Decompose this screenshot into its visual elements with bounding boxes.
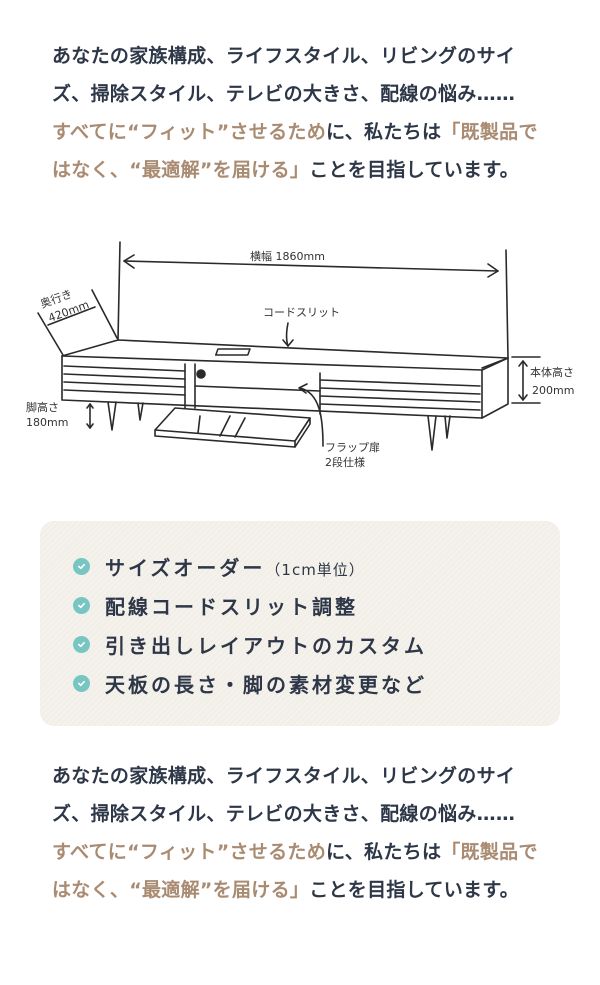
feature-label: サイズオーダー — [105, 556, 266, 580]
tv-stand-sketch: 横幅 1860mm 奥行き 420mm コードスリット — [20, 228, 580, 478]
svg-text:本体高さ: 本体高さ — [530, 365, 574, 379]
closing-line-3: すべてに“フィット”させるために、私たちは「既製品で — [52, 833, 562, 871]
intro-accent-text: すべてに“フィット”させるため — [52, 121, 327, 143]
width-label: 横幅 1860mm — [250, 249, 325, 263]
feature-note: （1cm単位） — [265, 561, 365, 579]
intro-plain-text: に、私たちは — [326, 121, 442, 143]
svg-text:コードスリット: コードスリット — [263, 306, 340, 319]
closing-accent-text-3: はなく、“最適解”を届ける」 — [52, 879, 310, 901]
feature-item-drawer-layout: 引き出しレイアウトのカスタム — [73, 625, 427, 664]
closing-plain-text: に、私たちは — [326, 841, 442, 863]
closing-plain-text-2: ことを目指しています。 — [309, 879, 520, 901]
intro-accent-text-2: 「既製品で — [441, 121, 538, 143]
closing-line-1: あなたの家族構成、ライフスタイル、リビングのサイ — [52, 765, 516, 787]
intro-line-2: ズ、掃除スタイル、テレビの大きさ、配線の悩み…… — [52, 83, 516, 105]
closing-line-4: はなく、“最適解”を届ける」ことを目指しています。 — [52, 871, 562, 909]
feature-list: サイズオーダー（1cm単位） 配線コードスリット調整 引き出しレイアウトのカスタ… — [73, 547, 427, 703]
intro-paragraph: あなたの家族構成、ライフスタイル、リビングのサイ ズ、掃除スタイル、テレビの大き… — [52, 37, 562, 189]
svg-text:200mm: 200mm — [532, 384, 574, 397]
width-guide-left — [117, 241, 121, 341]
feature-item-cord-slit: 配線コードスリット調整 — [73, 586, 427, 625]
svg-text:フラップ扉: フラップ扉 — [325, 441, 380, 454]
intro-accent-text-3: はなく、“最適解”を届ける」 — [52, 159, 310, 181]
check-circle-icon — [73, 636, 90, 653]
intro-line-1: あなたの家族構成、ライフスタイル、リビングのサイ — [52, 45, 516, 67]
closing-accent-text-2: 「既製品で — [441, 841, 538, 863]
width-arrow — [123, 260, 499, 272]
customization-features-box: サイズオーダー（1cm単位） 配線コードスリット調整 引き出しレイアウトのカスタ… — [40, 521, 560, 726]
closing-paragraph: あなたの家族構成、ライフスタイル、リビングのサイ ズ、掃除スタイル、テレビの大き… — [52, 757, 562, 909]
feature-label: 天板の長さ・脚の素材変更など — [105, 673, 427, 697]
svg-text:2段仕様: 2段仕様 — [325, 455, 365, 469]
intro-plain-text-2: ことを目指しています。 — [309, 159, 520, 181]
closing-line-2: ズ、掃除スタイル、テレビの大きさ、配線の悩み…… — [52, 803, 516, 825]
intro-line-4: はなく、“最適解”を届ける」ことを目指しています。 — [52, 151, 562, 189]
svg-text:脚高さ: 脚高さ — [26, 400, 59, 414]
check-circle-icon — [73, 675, 90, 692]
feature-label: 配線コードスリット調整 — [105, 595, 358, 619]
intro-line-3: すべてに“フィット”させるために、私たちは「既製品で — [52, 113, 562, 151]
check-circle-icon — [73, 558, 90, 575]
feature-item-size-order: サイズオーダー（1cm単位） — [73, 547, 427, 586]
svg-text:180mm: 180mm — [26, 416, 68, 429]
feature-item-top-leg-material: 天板の長さ・脚の素材変更など — [73, 664, 427, 703]
feature-label: 引き出しレイアウトのカスタム — [105, 634, 427, 658]
check-circle-icon — [73, 597, 90, 614]
closing-accent-text: すべてに“フィット”させるため — [52, 841, 327, 863]
